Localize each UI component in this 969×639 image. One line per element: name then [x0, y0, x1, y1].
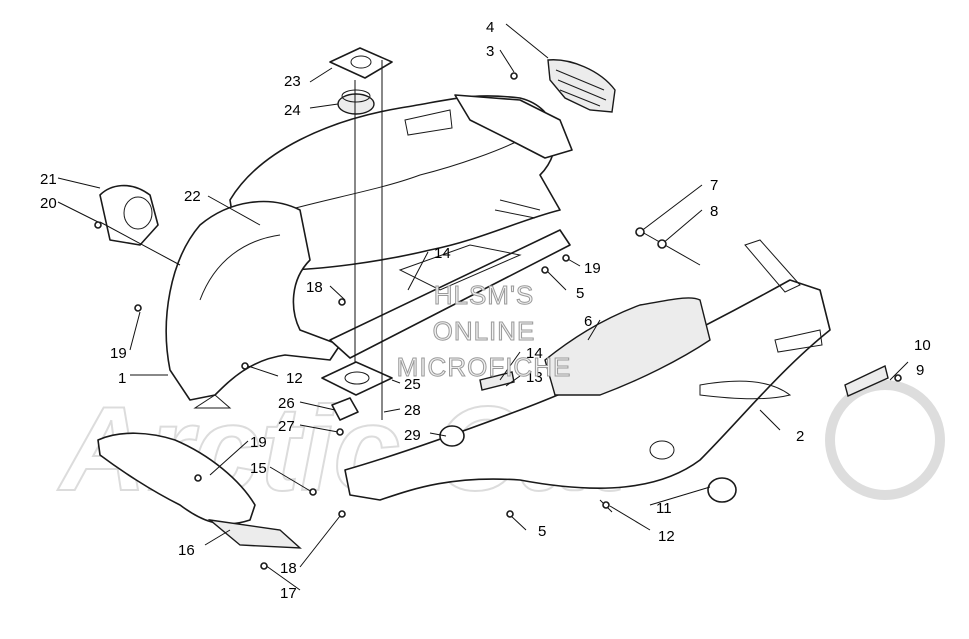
- callout-19b: 19: [110, 345, 127, 362]
- fasteners: [94, 72, 902, 570]
- front-bumper: [97, 432, 302, 549]
- callout-28: 28: [404, 402, 421, 419]
- callout-16: 16: [178, 542, 195, 559]
- callout-5a: 5: [576, 285, 584, 302]
- callout-9: 9: [916, 362, 924, 379]
- callout-19a: 19: [584, 260, 601, 277]
- snow-flap: [99, 184, 159, 246]
- callout-24: 24: [284, 102, 301, 119]
- callout-11: 11: [656, 500, 672, 517]
- callout-25: 25: [404, 376, 421, 393]
- callout-12a: 12: [286, 370, 303, 387]
- callout-14a: 14: [434, 245, 451, 262]
- watermark-line-2: ONLINE: [433, 316, 536, 346]
- callout-18b: 18: [280, 560, 297, 577]
- callout-12b: 12: [658, 528, 675, 545]
- rubber-strip: [479, 371, 515, 391]
- callout-22: 22: [184, 188, 201, 205]
- callout-13: 13: [526, 369, 543, 386]
- watermark-line-3: MICROFICHE: [397, 352, 572, 382]
- callout-15: 15: [250, 460, 267, 477]
- center-panel: [329, 229, 571, 359]
- decal-plate: [844, 365, 889, 397]
- grommet: [337, 89, 375, 115]
- plug-cap: [707, 477, 737, 503]
- callout-5b: 5: [538, 523, 546, 540]
- watermark-line-1: HLSM'S: [434, 280, 535, 310]
- left-side-panel: [165, 200, 341, 409]
- callout-6: 6: [584, 313, 592, 330]
- callout-4: 4: [486, 19, 494, 36]
- callout-17: 17: [280, 585, 297, 602]
- callout-26: 26: [278, 395, 295, 412]
- callout-18a: 18: [306, 279, 323, 296]
- callout-27: 27: [278, 418, 295, 435]
- callout-19c: 19: [250, 434, 267, 451]
- callout-10: 10: [914, 337, 931, 354]
- callout-2: 2: [796, 428, 804, 445]
- callout-3: 3: [486, 43, 494, 60]
- callout-20: 20: [40, 195, 57, 212]
- watermark-text: HLSM'S ONLINE MICROFICHE: [396, 280, 572, 383]
- callout-23: 23: [284, 73, 301, 90]
- callout-29: 29: [404, 427, 421, 444]
- callout-1: 1: [118, 370, 126, 387]
- callout-8: 8: [710, 203, 718, 220]
- insulation-pad: [544, 297, 711, 396]
- gasket-top: [329, 47, 393, 79]
- clamp-ring: [439, 425, 465, 447]
- callout-labels: 1 2 3 4 5 5 6 7 8 9 10 11 12 12 13 14 14…: [40, 19, 931, 602]
- gasket-bottom: [321, 361, 393, 396]
- callout-21: 21: [40, 171, 57, 188]
- callout-14b: 14: [526, 345, 543, 362]
- nose-cap: [454, 59, 616, 159]
- bracket: [331, 397, 359, 421]
- leader-lines: [57, 23, 909, 591]
- callout-7: 7: [710, 177, 718, 194]
